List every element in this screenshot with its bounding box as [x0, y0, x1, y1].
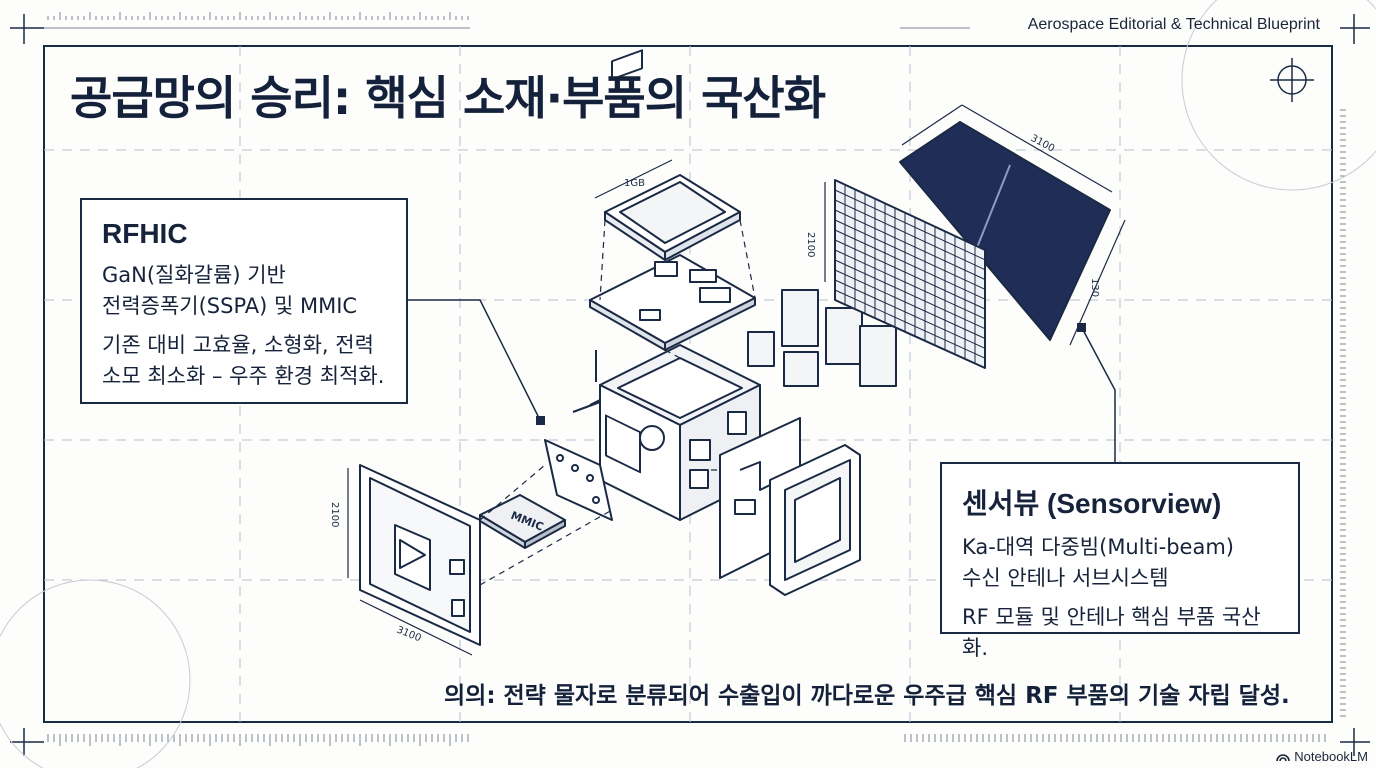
dim-label-board-side: 2100 [329, 502, 340, 527]
rfhic-name: RFHIC [102, 218, 188, 249]
module-blocks [747, 289, 897, 387]
leader-dot-sensorview [1077, 323, 1086, 332]
pcb-panel [359, 464, 481, 646]
rfhic-line-2: 전력증폭기(SSPA) 및 MMIC [102, 294, 358, 318]
rfhic-line-1: GaN(질화갈륨) 기반 [102, 263, 286, 287]
significance-statement: 의의: 전략 물자로 분류되어 수출입이 까다로운 우주급 핵심 RF 부품의 … [444, 683, 1290, 709]
leader-lines [408, 299, 1116, 462]
sensorview-line-2: 수신 안테나 서브시스템 [962, 566, 1169, 590]
dim-label-panel-right: 130 [1089, 278, 1100, 297]
page-title: 공급망의 승리: 핵심 소재·부품의 국산화 [70, 71, 826, 125]
assembly-guides [479, 219, 756, 586]
satellite-body [572, 344, 761, 521]
header-label: Aerospace Editorial & Technical Blueprin… [1027, 16, 1320, 33]
dim-label-panel-side: 2100 [805, 232, 816, 257]
leader-dot-rfhic [536, 416, 545, 425]
crosshair-icon [1270, 58, 1314, 102]
notebooklm-icon [1276, 753, 1291, 761]
sensorview-callout: 센서뷰 (Sensorview) Ka-대역 다중빔(Multi-beam) 수… [940, 462, 1300, 660]
solar-panel-grid [834, 179, 986, 369]
rfhic-line-4: 소모 최소화 – 우주 환경 최적화. [102, 364, 385, 388]
connector-board [544, 439, 613, 521]
dim-label-lid: 1GB [624, 178, 645, 189]
blueprint-frame [43, 45, 1333, 723]
sensorview-line-3: RF 모듈 및 안테나 핵심 부품 국산화. [962, 605, 1261, 660]
lid-plate [604, 174, 741, 261]
satellite-exploded-diagram [359, 49, 1111, 646]
heat-sink [769, 444, 861, 596]
rfhic-line-3: 기존 대비 고효율, 소형화, 전력 [102, 333, 374, 357]
corner-marks [10, 14, 1370, 756]
rfhic-callout: RFHIC GaN(질화갈륨) 기반 전력증폭기(SSPA) 및 MMIC 기존… [80, 198, 408, 404]
sensorview-line-1: Ka-대역 다중빔(Multi-beam) [962, 535, 1234, 559]
dim-label-board-bottom: 3100 [395, 625, 423, 645]
dimension-lines [347, 104, 1126, 656]
notebooklm-label: NotebookLM [1294, 749, 1368, 764]
sensorview-name: 센서뷰 (Sensorview) [962, 488, 1222, 519]
notebooklm-logo: NotebookLM [1276, 749, 1368, 764]
